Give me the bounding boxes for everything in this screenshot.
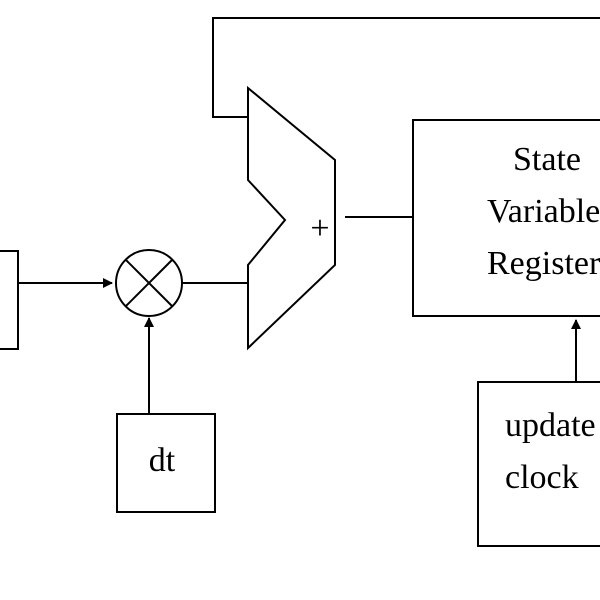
clock-label-line1: update	[505, 407, 596, 444]
clock-label-line2: clock	[505, 459, 579, 496]
adder-plus: +	[310, 210, 329, 247]
register-label-line1: State	[513, 141, 581, 178]
dt-box	[116, 413, 216, 513]
input-box	[0, 250, 19, 350]
update-clock-box	[477, 381, 600, 547]
multiplier	[115, 249, 183, 317]
feedback-wire	[212, 17, 600, 118]
adder	[247, 85, 336, 351]
register-label-line2: Variable	[487, 193, 600, 230]
dt-label: dt	[149, 442, 176, 479]
register-label-line3: Register	[487, 245, 600, 282]
state-variable-register	[412, 119, 600, 317]
